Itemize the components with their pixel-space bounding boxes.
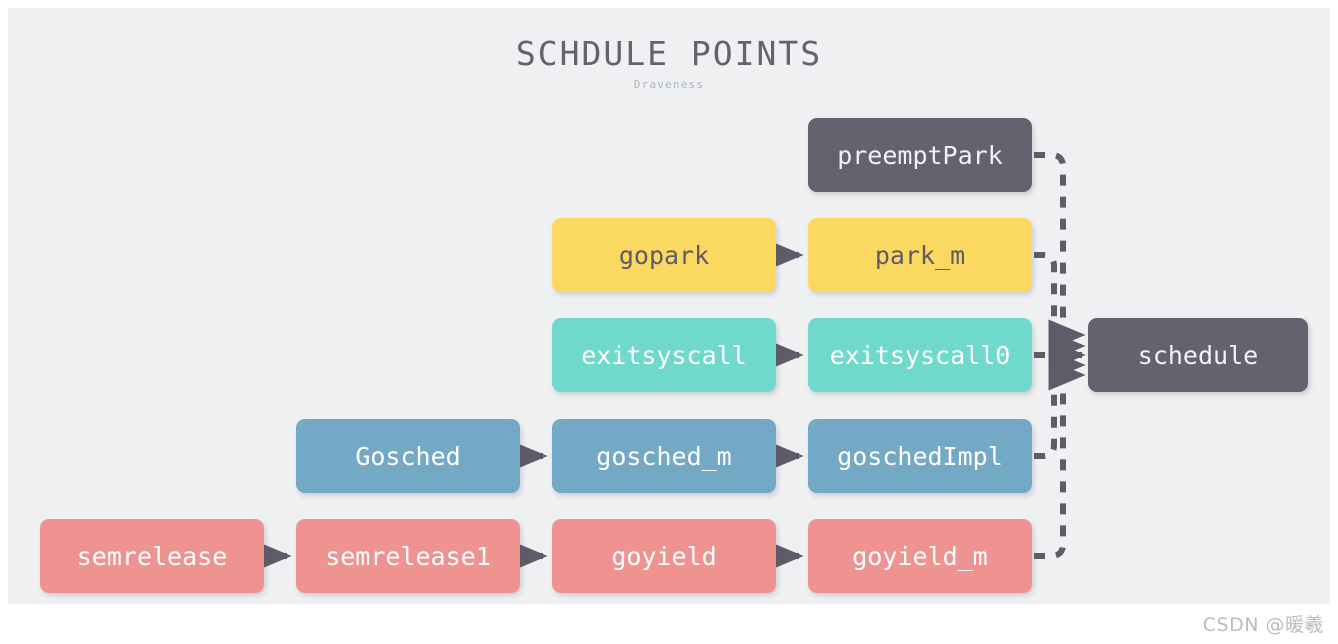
node-label: gopark [618, 240, 710, 270]
edge-park_m-schedule [1034, 252, 1086, 362]
node-park_m[interactable]: park_m [808, 218, 1032, 292]
node-exitsyscall[interactable]: exitsyscall [552, 318, 776, 392]
page-subtitle: Draveness [633, 78, 705, 91]
node-preemptPark[interactable]: preemptPark [808, 118, 1032, 192]
node-label: Gosched [355, 441, 461, 471]
node-semrelease[interactable]: semrelease [40, 519, 264, 593]
node-goyield_m[interactable]: goyield_m [808, 519, 1032, 593]
node-label: preemptPark [837, 140, 1003, 170]
node-goyield[interactable]: goyield [552, 519, 776, 593]
node-label: goyield [611, 541, 717, 571]
node-label: park_m [874, 240, 966, 270]
page-title: SCHDULE POINTS [515, 34, 823, 73]
edge-goschedImpl-schedule [1034, 349, 1086, 459]
node-label: exitsyscall0 [829, 340, 1011, 370]
node-schedule[interactable]: schedule [1088, 318, 1308, 392]
node-goschedImpl[interactable]: goschedImpl [808, 419, 1032, 493]
node-label: semrelease1 [325, 541, 491, 571]
node-label: schedule [1137, 340, 1259, 370]
node-label: goyield_m [852, 541, 988, 571]
node-gosched_m[interactable]: gosched_m [552, 419, 776, 493]
node-label: semrelease [76, 541, 228, 571]
node-Gosched[interactable]: Gosched [296, 419, 520, 493]
node-label: gosched_m [596, 441, 732, 471]
edge-preemptPark-schedule [1034, 152, 1086, 351]
node-exitsyscall0[interactable]: exitsyscall0 [808, 318, 1032, 392]
edge-goyield_m-schedule [1034, 359, 1086, 559]
diagram-canvas: SCHDULE POINTS Draveness [8, 8, 1330, 604]
node-semrelease1[interactable]: semrelease1 [296, 519, 520, 593]
node-gopark[interactable]: gopark [552, 218, 776, 292]
edge-layer [254, 152, 1086, 572]
watermark: CSDN @暖羲 [1202, 614, 1324, 636]
node-label: goschedImpl [837, 441, 1003, 471]
node-label: exitsyscall [581, 340, 747, 370]
